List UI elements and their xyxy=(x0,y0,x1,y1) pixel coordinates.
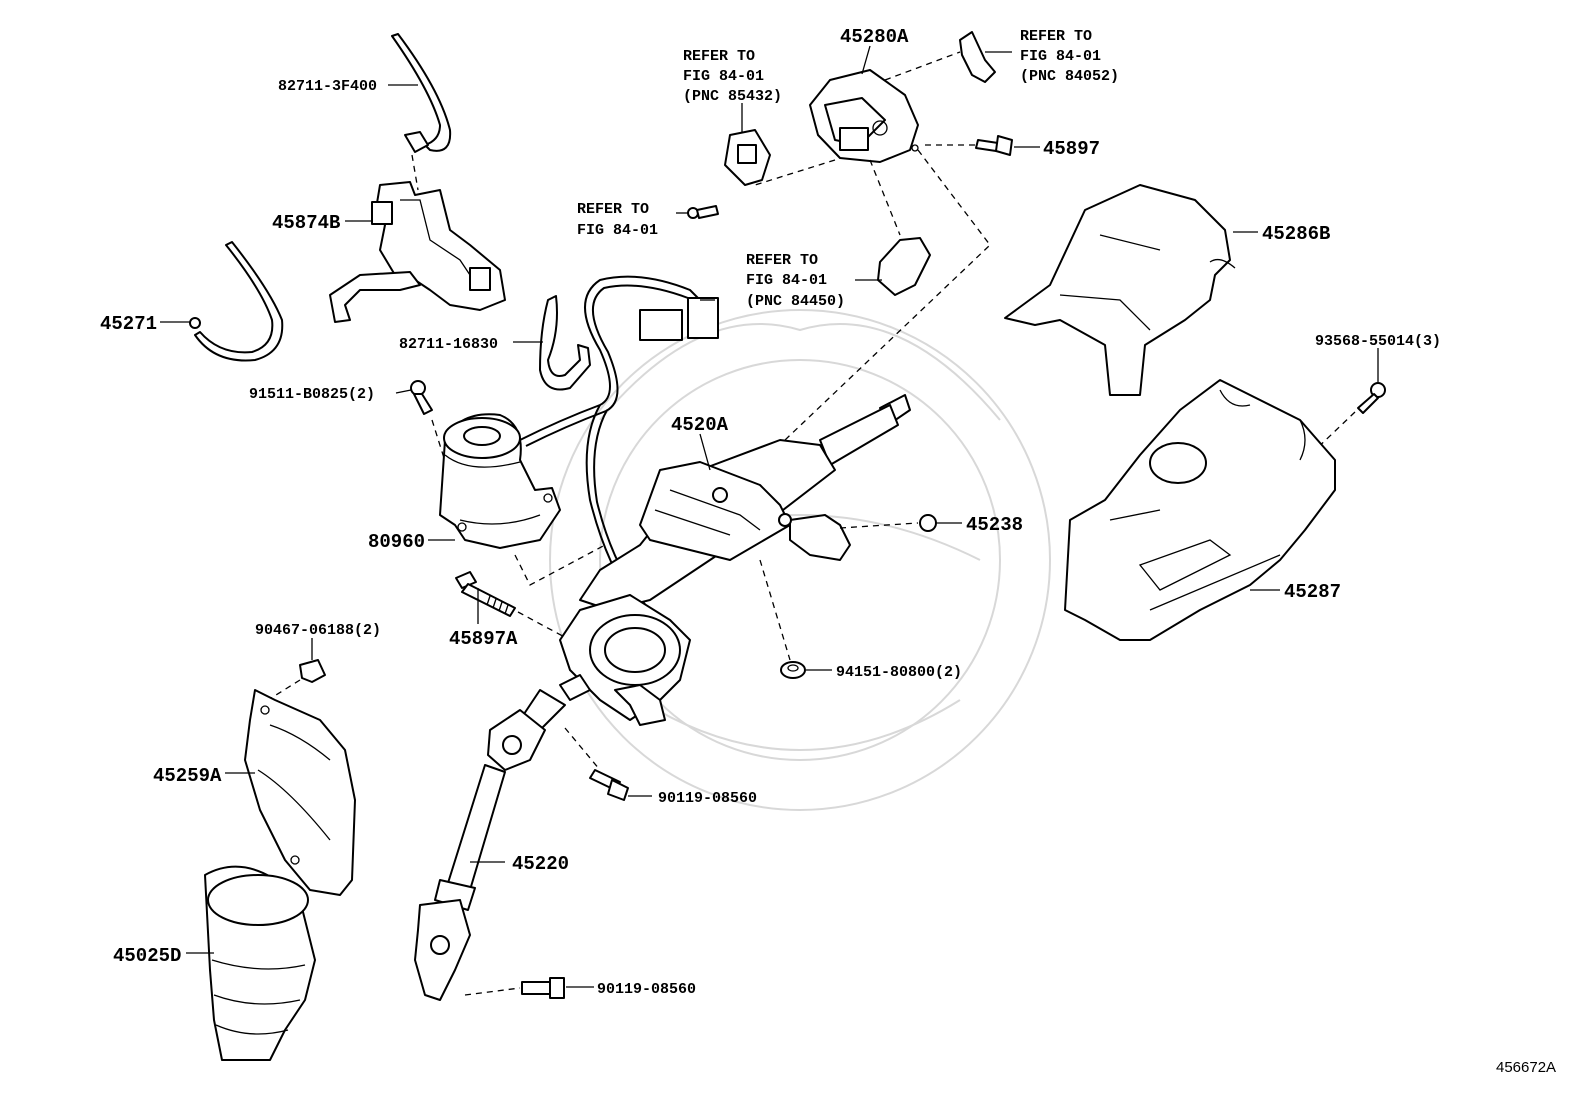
cover-45259A[interactable] xyxy=(244,689,356,896)
svg-text:REFER TO: REFER TO xyxy=(746,252,818,269)
reference-84052: REFER TO FIG 84-01 (PNC 84052) xyxy=(1020,28,1119,85)
svg-text:(PNC 84052): (PNC 84052) xyxy=(1020,68,1119,85)
bracket-45874B[interactable] xyxy=(329,181,506,323)
steering-column-4520A[interactable] xyxy=(559,394,911,726)
svg-text:REFER TO: REFER TO xyxy=(577,201,649,218)
connector-84450[interactable] xyxy=(877,237,931,296)
boot-45025D[interactable] xyxy=(204,865,316,1061)
part-number-45238: 45238 xyxy=(966,514,1023,536)
part-number-82711-3F400: 82711-3F400 xyxy=(278,78,377,95)
screw-reference[interactable] xyxy=(687,205,719,219)
part-number-94151-80800: 94151-80800(2) xyxy=(836,664,962,681)
switch-85432[interactable] xyxy=(724,129,771,186)
part-number-90119-08560-upper: 90119-08560 xyxy=(658,790,757,807)
clip-45238[interactable] xyxy=(919,514,937,532)
reference-84450: REFER TO FIG 84-01 (PNC 84450) xyxy=(746,252,845,310)
motor-80960[interactable] xyxy=(439,413,561,549)
svg-text:FIG 84-01: FIG 84-01 xyxy=(577,222,658,239)
part-number-91511-B0825: 91511-B0825(2) xyxy=(249,386,375,403)
wire-clamp-82711-16830[interactable] xyxy=(539,295,591,391)
part-number-45259A: 45259A xyxy=(153,765,222,787)
svg-text:(PNC 84450): (PNC 84450) xyxy=(746,293,845,310)
svg-text:REFER TO: REFER TO xyxy=(1020,28,1092,45)
svg-text:FIG 84-01: FIG 84-01 xyxy=(1020,48,1101,65)
part-number-45271: 45271 xyxy=(100,313,157,335)
reference-85432: REFER TO FIG 84-01 (PNC 85432) xyxy=(683,48,782,105)
part-number-4520A: 4520A xyxy=(671,414,729,436)
part-number-45286B: 45286B xyxy=(1262,223,1330,245)
screw-93568-55014[interactable] xyxy=(1357,382,1386,414)
watermark xyxy=(549,309,1051,811)
part-number-45897A: 45897A xyxy=(449,628,518,650)
upper-cover-45286B[interactable] xyxy=(1004,184,1236,396)
part-number-82711-16830: 82711-16830 xyxy=(399,336,498,353)
nut-94151-80800[interactable] xyxy=(780,661,806,679)
clip-90467-06188[interactable] xyxy=(299,659,326,683)
lower-cover-45287[interactable] xyxy=(1064,379,1336,641)
svg-text:REFER TO: REFER TO xyxy=(683,48,755,65)
reference-screw: REFER TO FIG 84-01 xyxy=(577,201,658,239)
svg-text:(PNC 85432): (PNC 85432) xyxy=(683,88,782,105)
part-number-45287: 45287 xyxy=(1284,581,1341,603)
bolt-45897A[interactable] xyxy=(455,571,516,617)
screw-45897[interactable] xyxy=(975,135,1013,156)
part-number-90467-06188: 90467-06188(2) xyxy=(255,622,381,639)
bolt-90119-08560-lower[interactable] xyxy=(521,977,565,999)
connector-84052[interactable] xyxy=(959,31,996,83)
part-number-93568-55014: 93568-55014(3) xyxy=(1315,333,1441,350)
cable-tie-45271[interactable] xyxy=(189,241,284,362)
intermediate-shaft-45220[interactable] xyxy=(414,689,566,1001)
part-number-80960: 80960 xyxy=(368,531,425,553)
svg-text:FIG 84-01: FIG 84-01 xyxy=(683,68,764,85)
part-number-45897: 45897 xyxy=(1043,138,1100,160)
cable-tie-82711-3F400[interactable] xyxy=(391,33,452,153)
part-number-45280A: 45280A xyxy=(840,26,909,48)
part-number-45025D: 45025D xyxy=(113,945,181,967)
part-number-45220: 45220 xyxy=(512,853,569,875)
switch-housing-45280A[interactable] xyxy=(809,69,919,163)
bolt-90119-08560-upper[interactable] xyxy=(589,769,629,801)
wire-harness xyxy=(519,275,719,641)
figure-number: 456672A xyxy=(1496,1059,1556,1076)
part-number-90119-08560-lower: 90119-08560 xyxy=(597,981,696,998)
svg-text:FIG 84-01: FIG 84-01 xyxy=(746,272,827,289)
part-number-45874B: 45874B xyxy=(272,212,340,234)
bolt-91511-B0825[interactable] xyxy=(410,380,433,415)
